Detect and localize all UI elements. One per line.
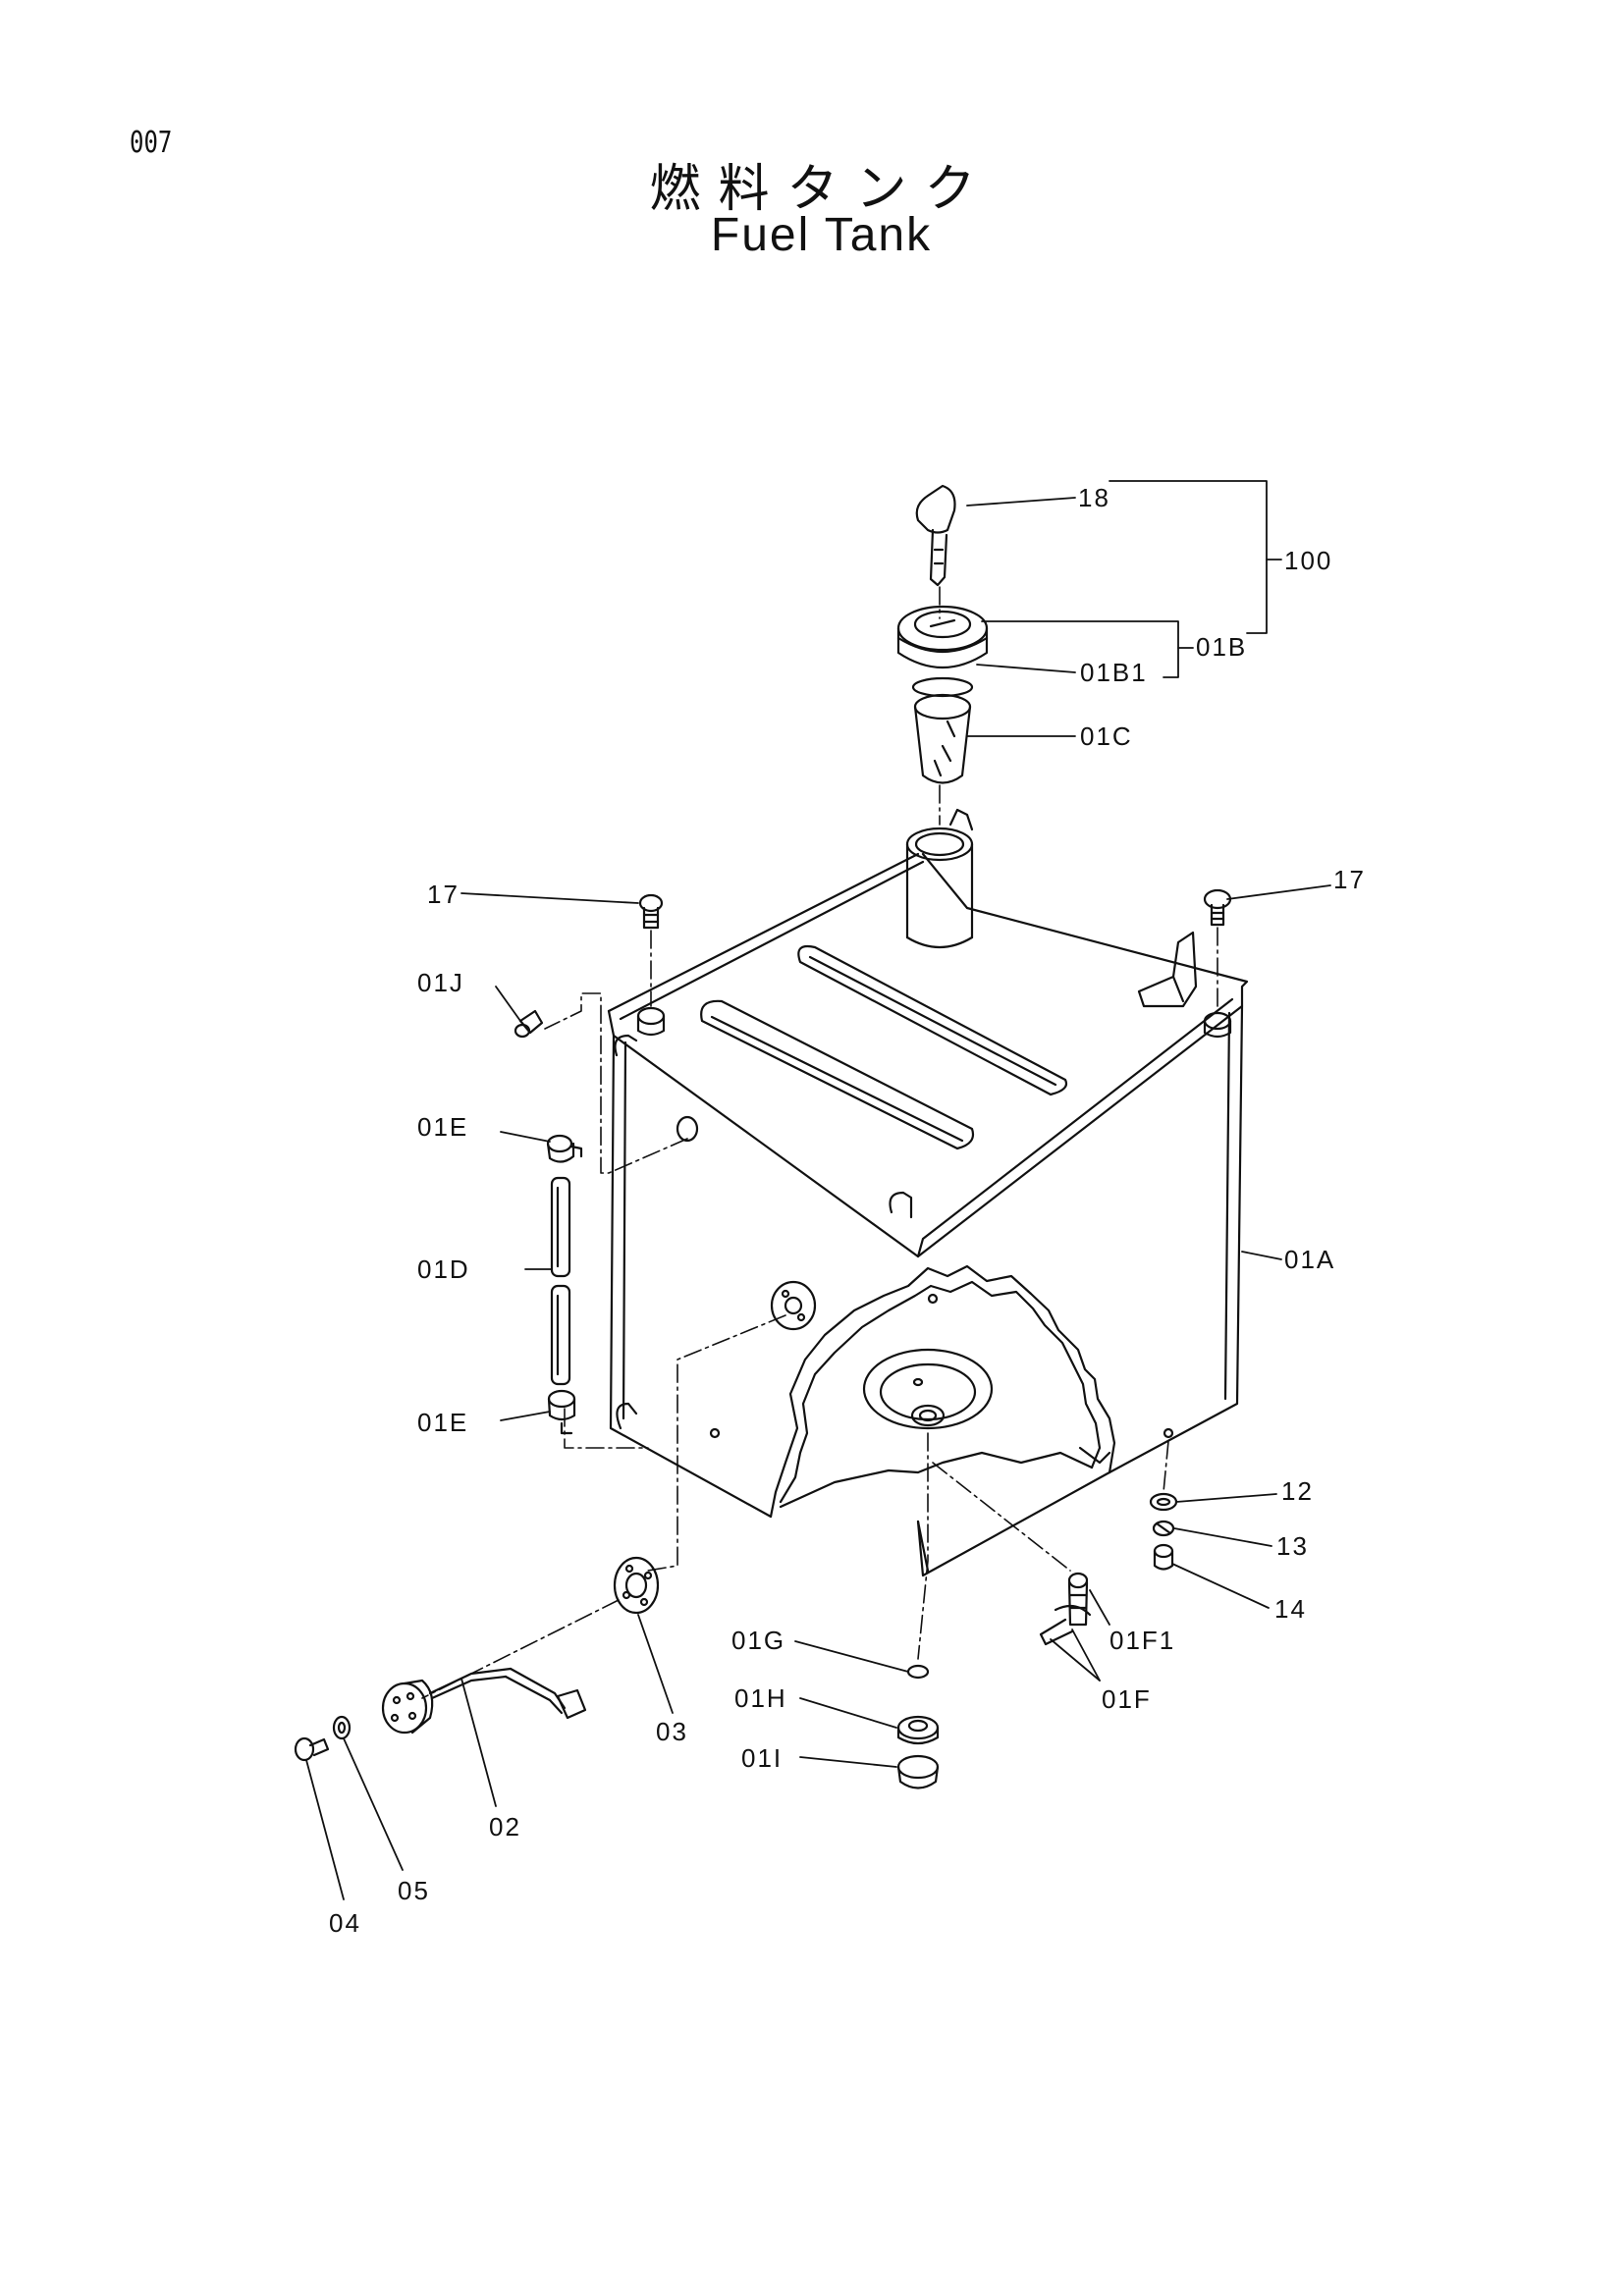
page-number: 007 — [130, 126, 173, 160]
label-17-left: 17 — [427, 880, 460, 909]
label-01I: 01I — [741, 1743, 783, 1773]
fuel-sender-unit — [294, 1556, 660, 1762]
center-lines — [421, 586, 1218, 1699]
label-01J: 01J — [417, 968, 464, 997]
label-01F: 01F — [1102, 1684, 1152, 1714]
title-japanese: 燃料タンク — [649, 160, 994, 219]
label-01C: 01C — [1080, 721, 1133, 751]
label-03: 03 — [656, 1717, 688, 1746]
washer-nut-set — [1149, 1492, 1178, 1571]
label-17-right: 17 — [1333, 865, 1366, 894]
label-14: 14 — [1274, 1594, 1307, 1624]
label-01D: 01D — [417, 1255, 470, 1284]
label-01B: 01B — [1196, 632, 1247, 662]
label-01G: 01G — [731, 1626, 785, 1655]
label-01E-top: 01E — [417, 1112, 468, 1142]
filler-cap-assembly — [896, 484, 989, 784]
leader-lines — [305, 480, 1331, 1900]
label-02: 02 — [489, 1812, 521, 1842]
label-01E-bottom: 01E — [417, 1408, 468, 1437]
label-01H: 01H — [734, 1683, 787, 1713]
mounting-bolts-17 — [638, 888, 1232, 930]
label-100: 100 — [1284, 546, 1332, 575]
label-12: 12 — [1281, 1476, 1314, 1506]
fuel-tank-body — [607, 808, 1249, 1577]
label-13: 13 — [1276, 1531, 1309, 1561]
label-05: 05 — [398, 1876, 430, 1905]
drain-parts — [896, 1572, 1092, 1789]
level-gauge-parts — [514, 1009, 583, 1435]
label-01F1: 01F1 — [1109, 1626, 1175, 1655]
title-english: Fuel Tank — [710, 209, 933, 261]
label-01B1: 01B1 — [1080, 658, 1148, 687]
label-04: 04 — [329, 1908, 361, 1938]
part-labels: 18 100 01B 01B1 01C 17 17 01J 01E 01D 01… — [329, 483, 1366, 1938]
label-18: 18 — [1078, 483, 1110, 512]
label-01A: 01A — [1284, 1245, 1335, 1274]
